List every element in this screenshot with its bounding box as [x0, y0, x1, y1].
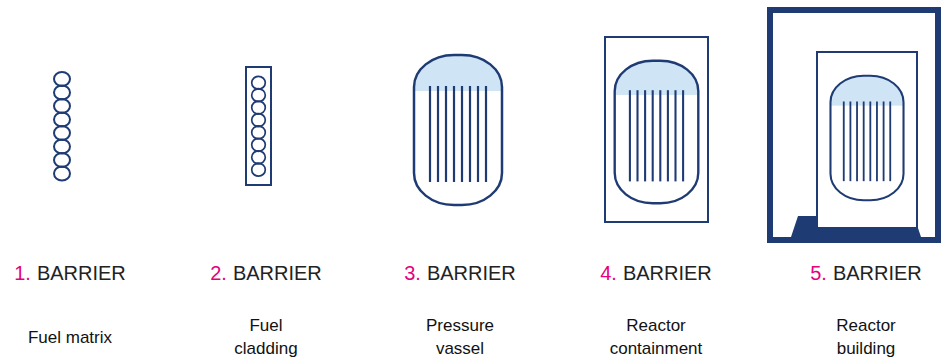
barrier-word: BARRIER	[233, 262, 322, 284]
caption-box: Pressure vassel	[414, 311, 506, 358]
barrier-heading: 5. BARRIER	[810, 261, 922, 285]
barrier-heading: 3. BARRIER	[404, 261, 516, 285]
barrier-word: BARRIER	[37, 262, 126, 284]
barrier-number: 3.	[404, 262, 421, 284]
barrier-caption: Fuel matrix	[28, 326, 112, 349]
barrier-column: 5. BARRIER Reactor building	[810, 261, 922, 358]
barrier-caption: Reactor building	[820, 314, 912, 358]
barrier-word: BARRIER	[623, 262, 712, 284]
barrier-caption: Pressure vassel	[414, 314, 506, 358]
barrier-number: 4.	[600, 262, 617, 284]
caption-box: Fuel cladding	[226, 311, 306, 358]
barrier-column: 3. BARRIER Pressure vassel	[404, 261, 516, 358]
barrier-number: 2.	[210, 262, 227, 284]
barrier-caption: Fuel cladding	[226, 314, 306, 358]
barrier-word: BARRIER	[427, 262, 516, 284]
barrier-number: 1.	[14, 262, 31, 284]
barrier-column: 4. BARRIER Reactor containment	[599, 261, 714, 358]
caption-box: Reactor building	[820, 311, 912, 358]
barrier-column: 2. BARRIER Fuel cladding	[210, 261, 322, 358]
caption-box: Reactor containment	[599, 311, 714, 358]
barrier-caption: Reactor containment	[599, 314, 714, 358]
barrier-number: 5.	[810, 262, 827, 284]
barrier-column: 1. BARRIER Fuel matrix	[10, 261, 130, 358]
caption-box: Fuel matrix	[10, 311, 130, 358]
barrier-heading: 1. BARRIER	[14, 261, 126, 285]
barrier-heading: 4. BARRIER	[600, 261, 712, 285]
barrier-word: BARRIER	[833, 262, 922, 284]
barrier-heading: 2. BARRIER	[210, 261, 322, 285]
